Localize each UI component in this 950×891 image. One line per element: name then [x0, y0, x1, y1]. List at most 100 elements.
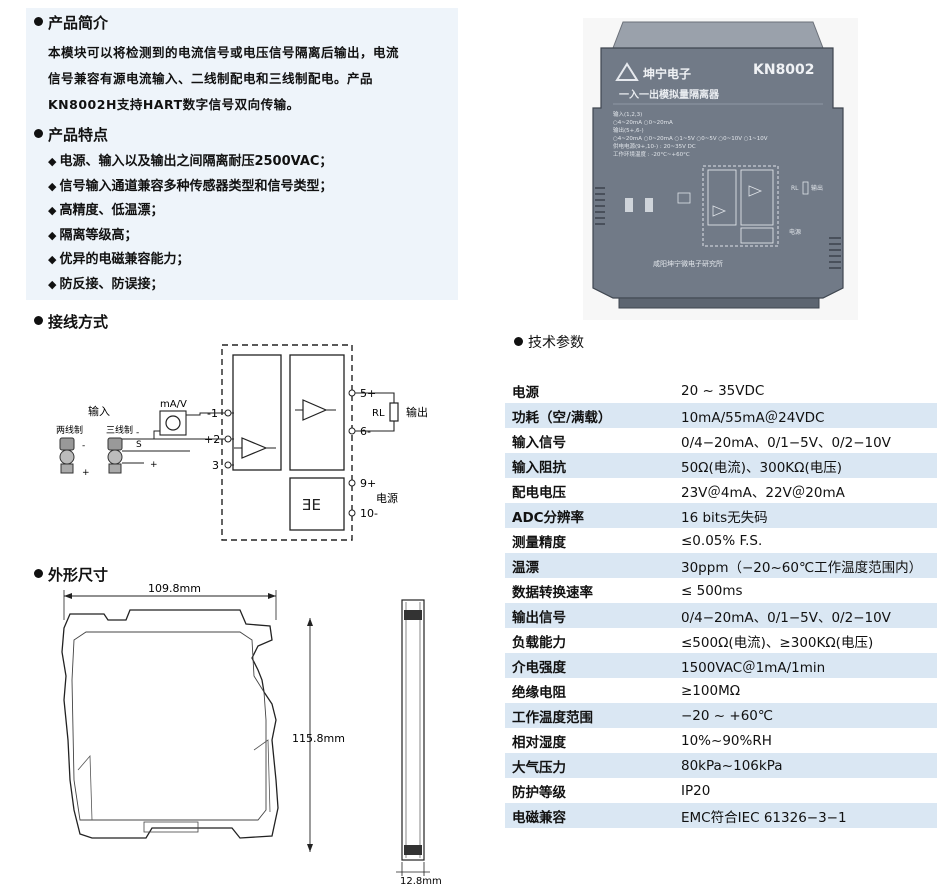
spec-value: 20 ~ 35VDC: [681, 382, 765, 399]
tw-s: S: [136, 440, 142, 450]
spec-value: ≤ 500ms: [681, 582, 743, 599]
transformer-icon: ƎE: [302, 496, 321, 514]
intro-line: 本模块可以将检测到的电流信号或电压信号隔离后输出，电流: [48, 45, 400, 60]
brand-logo-icon: [615, 62, 639, 81]
spec-key: 防护等级: [512, 784, 566, 801]
intro-title: 产品简介: [48, 14, 109, 32]
terminal-10-label: 10-: [360, 507, 378, 520]
wiring-heading: 接线方式: [34, 311, 108, 332]
feature-item: ◆高精度、低温漂；: [48, 203, 164, 219]
spec-value: 23V＠4mA、22V＠20mA: [681, 484, 845, 501]
terminal-2: [224, 435, 232, 443]
product-housing: [592, 47, 844, 299]
three-wire-label: 三线制: [106, 424, 133, 436]
amplifier-icon: [302, 399, 328, 421]
spec-row: 配电电压 23V＠4mA、22V＠20mA: [505, 478, 937, 503]
terminal-1: [224, 409, 232, 417]
two-wire-label: 两线制: [56, 424, 83, 436]
spec-value: 10mA/55mA＠24VDC: [677, 403, 937, 428]
spec-row: 防护等级 IP20: [505, 778, 937, 803]
width-label: 109.8mm: [148, 582, 201, 595]
product-output-opts: ○4~20mA ○0~20mA ○1~5V ○0~5V ○0~10V ○1~10…: [613, 136, 768, 142]
product-input-opts: ○4~20mA ○0~20mA: [613, 120, 673, 126]
intro-line: KN8002H支持HART数字信号双向传输。: [48, 97, 300, 112]
wiring-title: 接线方式: [48, 313, 109, 331]
spec-value: 80kPa~106kPa: [677, 753, 937, 778]
rl-label: RL: [372, 408, 385, 419]
feature-item: ◆优异的电磁兼容能力；: [48, 252, 190, 268]
spec-key: 大气压力: [505, 753, 677, 778]
terminal-10: [348, 509, 356, 517]
product-maker: 咸阳坤宁微电子研究所: [653, 259, 723, 268]
product-model: KN8002: [753, 62, 815, 78]
profile-outline: [61, 609, 279, 839]
product-brand: 坤宁电子: [643, 66, 691, 81]
ma-v-label: mA/V: [160, 399, 187, 410]
spec-row: 测量精度≤0.05% F.S.: [505, 528, 937, 553]
spec-row: 绝缘电阻≥100MΩ: [505, 678, 937, 703]
terminal-3: [224, 461, 232, 469]
diamond-icon: ◆: [48, 228, 57, 242]
dimension-drawing: 109.8mm 115.8mm 12.8mm: [61, 582, 442, 885]
features-list: ◆电源、输入以及输出之间隔离耐压2500VAC； ◆信号输入通道兼容多种传感器类…: [48, 150, 332, 298]
spec-value: ≤500Ω(电流)、≥300KΩ(电压): [681, 634, 874, 651]
diamond-icon: ◆: [48, 253, 57, 267]
spec-key: ADC分辨率: [505, 503, 677, 528]
spec-key: 介电强度: [505, 653, 677, 678]
input-label: 输入: [88, 404, 110, 418]
intro-heading: 产品简介: [34, 12, 108, 33]
tw-minus: -: [136, 428, 139, 438]
product-out: 输出: [811, 184, 823, 192]
spec-row: 电源 20 ~ 35VDC: [505, 378, 937, 403]
three-wire-sensor-icon: [107, 437, 123, 451]
product-power-line: 供电电源(9+,10-) : 20~35V DC: [613, 142, 696, 150]
tw-plus: +: [150, 460, 158, 470]
product-output-heading: 输出(5+,6-): [613, 126, 644, 134]
power-label: 电源: [376, 491, 398, 505]
product-input-heading: 输入(1,2,3): [613, 110, 642, 118]
product-temp-line: 工作环境温度 : -20°C~+60°C: [613, 150, 690, 158]
amplifier-icon: [241, 437, 268, 459]
terminal-3-label: 3: [212, 459, 219, 472]
spec-key: 配电电压: [512, 484, 566, 501]
spec-key: 功耗（空/满载）: [505, 403, 677, 428]
spec-row: 数据转换速率≤ 500ms: [505, 578, 937, 603]
dimensions-title: 外形尺寸: [48, 566, 109, 584]
intro-panel: [26, 8, 458, 300]
spec-value: −20 ~ +60℃: [677, 703, 937, 728]
product-pwr: 电源: [789, 228, 801, 236]
spec-key: 工作温度范围: [505, 703, 677, 728]
spec-key: 测量精度: [512, 534, 566, 551]
signal-source-icon: [165, 415, 181, 431]
spec-key: 绝缘电阻: [512, 684, 566, 701]
spec-value: 10%~90%RH: [681, 732, 772, 749]
product-rl: RL: [791, 185, 799, 192]
depth-label: 12.8mm: [400, 876, 442, 885]
terminal-9: [348, 479, 356, 487]
load-resistor: [389, 402, 399, 422]
diamond-icon: ◆: [48, 277, 57, 291]
dimensions-heading: 外形尺寸: [34, 564, 108, 585]
specs-heading: 技术参数: [514, 332, 584, 352]
spec-key: 相对湿度: [512, 734, 566, 751]
spec-row: 功耗（空/满载）10mA/55mA＠24VDC: [505, 403, 937, 428]
diamond-icon: ◆: [48, 155, 57, 168]
diamond-icon: ◆: [48, 204, 57, 218]
signal-source-box: [159, 410, 187, 436]
spec-value: IP20: [681, 782, 711, 799]
intro-line: 信号兼容有源电流输入、二线制配电和三线制配电。产品: [48, 71, 374, 86]
spec-key: 输出信号: [505, 603, 677, 628]
side-view: [401, 599, 425, 861]
spec-key: 电源: [512, 384, 539, 401]
two-plus: +: [82, 468, 90, 478]
spec-key: 输入信号: [512, 434, 566, 451]
inner-outline: [71, 631, 267, 821]
feature-item: ◆信号输入通道兼容多种传感器类型和信号类型；: [48, 178, 333, 194]
